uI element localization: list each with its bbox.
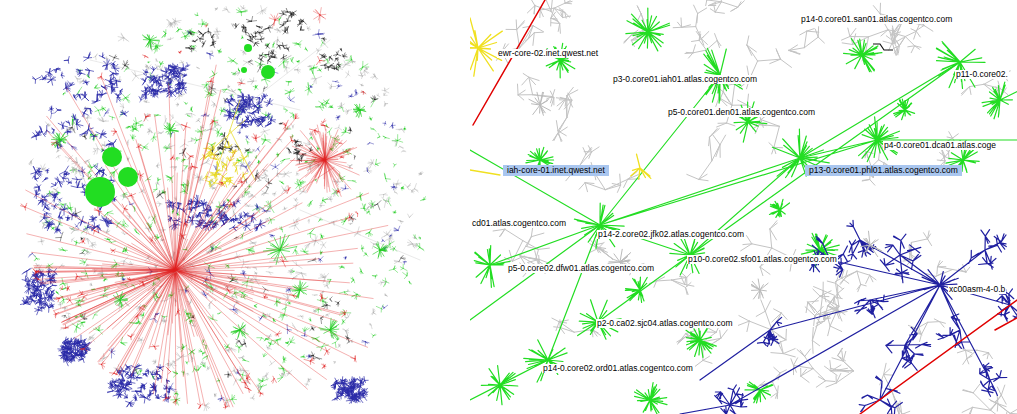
router-label: cd01.atlas.cogentco.com bbox=[471, 219, 567, 228]
router-label: p5-0.core02.dfw01.atlas.cogentco.com bbox=[507, 264, 655, 273]
network-links bbox=[56, 16, 405, 377]
router-label: p14-0.core02.ord01.atlas.cogentco.com bbox=[542, 364, 694, 373]
cluster-blob bbox=[241, 67, 247, 73]
network-links bbox=[34, 8, 426, 405]
network-links bbox=[473, 0, 1017, 414]
network-links bbox=[60, 40, 420, 330]
router-label: p2-0.ca02.sjc04.atlas.cogentco.com bbox=[596, 319, 734, 328]
network-links bbox=[873, 44, 893, 50]
cluster-blob bbox=[244, 44, 252, 52]
router-label: ewr-core-02.inet.qwest.net bbox=[497, 49, 599, 58]
router-label: p10-0.core02.sfo01.atlas.cogentco.com bbox=[687, 255, 838, 264]
overview-map bbox=[20, 5, 425, 410]
cluster-blob bbox=[102, 147, 122, 167]
router-label: p14-0.core01.san01.atlas.cogentco.com bbox=[800, 15, 953, 24]
router-label: p5-0.core01.den01.atlas.cogentco.com bbox=[667, 108, 816, 117]
router-label: p11-0.core02. bbox=[955, 70, 1009, 79]
router-label: p4-0.core01.dca01.atlas.coge bbox=[883, 141, 997, 150]
router-label: p13-0.core01.phl01.atlas.cogentco.com bbox=[805, 165, 962, 176]
network-links bbox=[51, 34, 387, 338]
network-links bbox=[470, 18, 651, 179]
network-links bbox=[493, 0, 1017, 414]
network-links bbox=[21, 73, 357, 409]
network-links bbox=[474, 8, 1017, 414]
cluster-blob bbox=[261, 65, 275, 79]
network-links bbox=[680, 220, 1017, 414]
network-links bbox=[20, 52, 368, 407]
router-label: xc00asm-4-0.b bbox=[948, 285, 1006, 294]
router-label: p14-2.core02.jfk02.atlas.cogentco.com bbox=[597, 230, 745, 239]
cluster-blob bbox=[85, 177, 115, 207]
detail-map bbox=[470, 0, 1017, 414]
router-label: p3-0.core01.iah01.atlas.cogentco.com bbox=[612, 75, 758, 84]
cluster-blob bbox=[118, 167, 138, 187]
router-label: iah-core-01.inet.qwest.net bbox=[503, 165, 609, 176]
network-links bbox=[25, 8, 388, 407]
